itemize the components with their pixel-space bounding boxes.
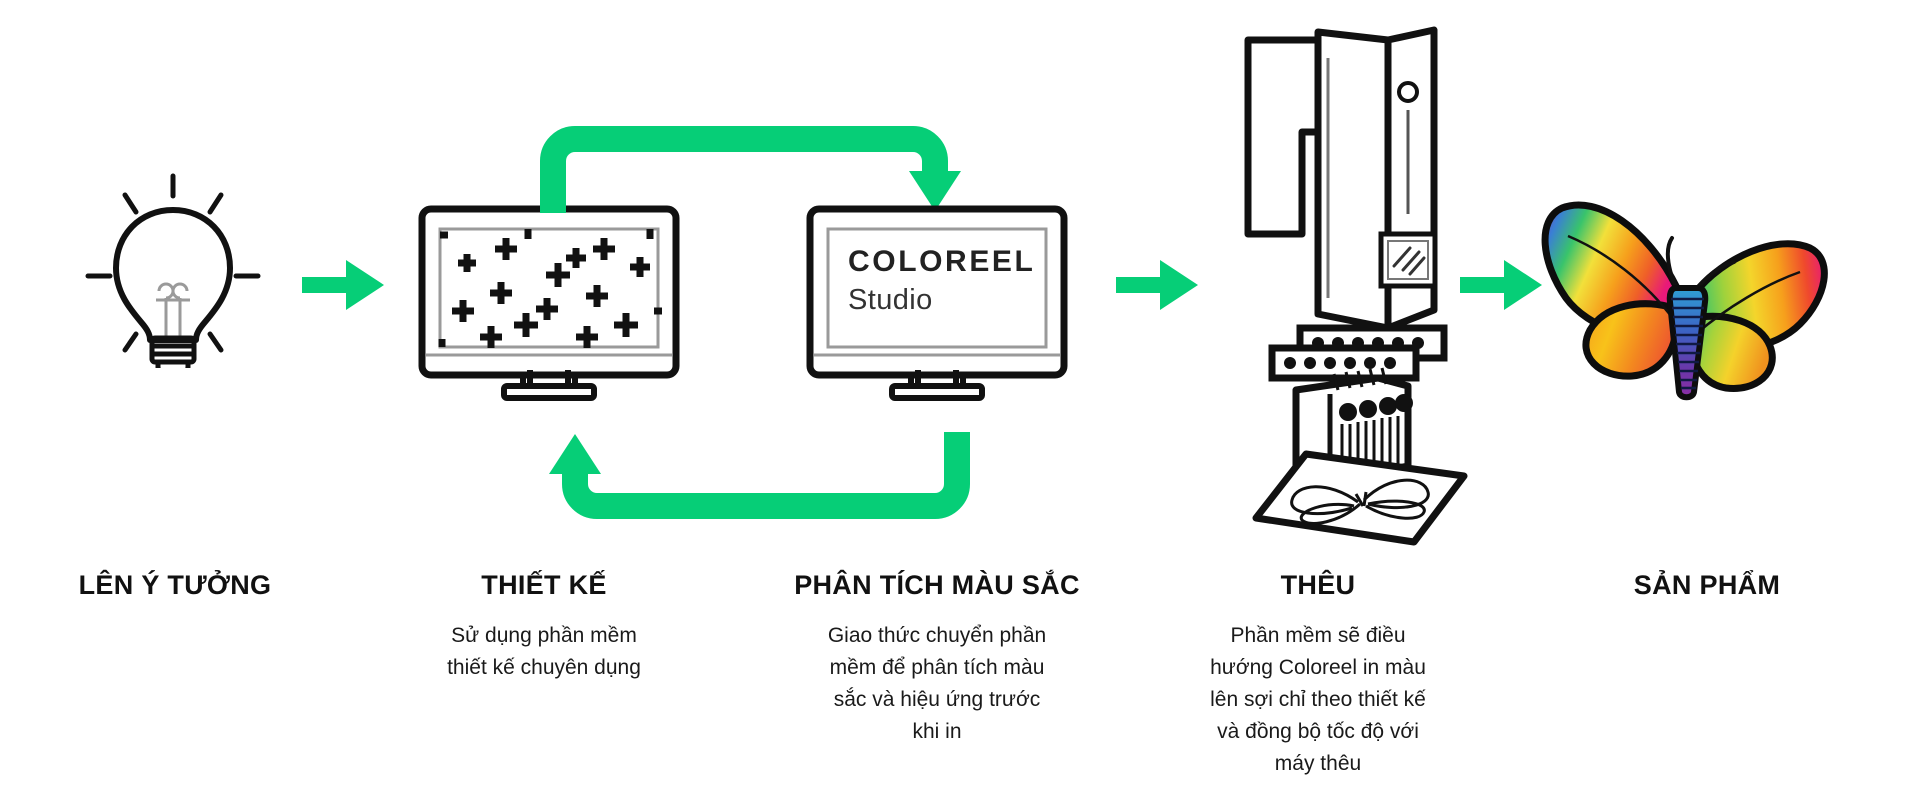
step-desc-embroidery-line-4: và đồng bộ tốc độ với <box>1217 720 1419 743</box>
step-desc-embroidery-line-5: máy thêu <box>1274 752 1362 775</box>
step-desc-embroidery-line-3: lên sợi chỉ theo thiết kế <box>1210 688 1426 711</box>
embroidery-machine-icon <box>1244 26 1448 486</box>
coloreel-product-text: Studio <box>848 284 933 316</box>
monitor-design-icon <box>418 205 680 392</box>
step-title-embroidery: THÊU <box>1280 570 1356 600</box>
step-desc-design-line-1: Sử dụng phần mềm <box>451 624 637 647</box>
loop-color-to-design <box>549 432 970 519</box>
step-title-design: THIẾT KẾ <box>481 570 607 600</box>
monitor-design-stand <box>501 370 597 401</box>
arrow-embroidery-to-product <box>1460 260 1542 310</box>
step-desc-design: Sử dụng phần mềm thiết kế chuyên dụng <box>394 620 694 684</box>
loop-design-to-color <box>540 126 961 213</box>
step-desc-color-line-1: Giao thức chuyển phần <box>827 624 1047 647</box>
step-desc-embroidery: Phần mềm sẽ điều hướng Coloreel in màu l… <box>1178 620 1458 780</box>
step-desc-color-line-3: sắc và hiệu ứng trước <box>833 688 1041 711</box>
step-desc-color-line-2: mềm để phân tích màu <box>829 656 1045 679</box>
step-desc-design-line-2: thiết kế chuyên dụng <box>447 656 641 679</box>
step-desc-color-analysis: Giao thức chuyển phần mềm để phân tích m… <box>782 620 1092 748</box>
arrow-color-to-embroidery <box>1116 260 1198 310</box>
monitor-coloreel-studio-icon <box>806 205 1068 392</box>
arrow-idea-to-design <box>302 260 384 310</box>
embroidery-hoop-fabric <box>1252 450 1468 546</box>
step-desc-color-line-4: khi in <box>912 720 962 743</box>
step-desc-embroidery-line-1: Phần mềm sẽ điều <box>1230 624 1406 647</box>
coloreel-brand-text: COLOREEL <box>848 245 1036 278</box>
step-desc-embroidery-line-2: hướng Coloreel in màu <box>1210 656 1426 679</box>
rainbow-butterfly-icon <box>1541 201 1828 401</box>
step-title-product: SẢN PHẨM <box>1633 570 1781 600</box>
monitor-coloreel-stand <box>889 370 985 401</box>
step-title-color-analysis: PHÂN TÍCH MÀU SẮC <box>794 570 1080 600</box>
step-title-idea: LÊN Ý TƯỞNG <box>78 570 272 600</box>
lightbulb-icon <box>85 173 261 368</box>
